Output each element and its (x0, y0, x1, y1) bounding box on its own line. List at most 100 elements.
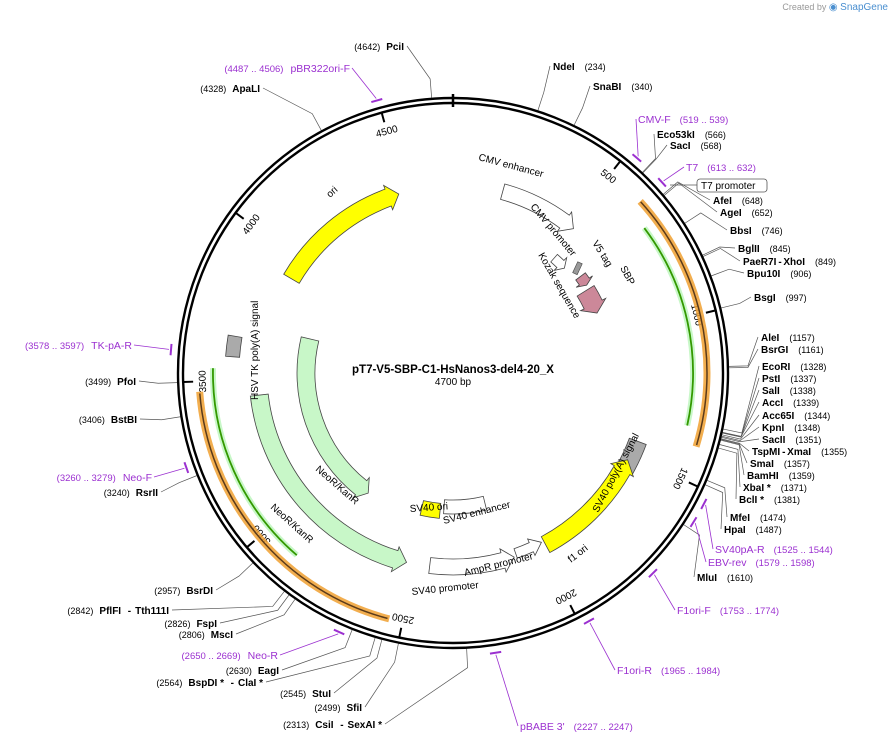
feature-label: CMV enhancer (477, 152, 545, 180)
site-name: RsrII (136, 488, 158, 499)
feature-label: SV40 promoter (411, 580, 480, 598)
site-label-bspdi: ClaI *-BspDI *(2564) (156, 678, 263, 689)
tick-mark (613, 160, 622, 170)
plasmid-length: 4700 bp (435, 377, 472, 388)
feature-label: SV40 ori (409, 501, 448, 515)
site-label-bbsi: BbsI(746) (730, 226, 783, 237)
site-name: PaeR7I (743, 257, 777, 268)
site-label-alei: AleI(1157) (761, 333, 815, 344)
primer-range: (3578 .. 3597) (25, 341, 84, 352)
site-name: PflFI (99, 606, 121, 617)
site-label-stui: StuI(2545) (280, 689, 331, 700)
feature-label: f1 ori (566, 543, 590, 565)
primer-leader (351, 67, 377, 99)
site-pos: (2630) (226, 666, 252, 676)
site-name: SalI (762, 386, 780, 397)
site-leader-line (702, 246, 736, 256)
primer-range: (519 .. 539) (680, 115, 729, 126)
site-label-eagi: EagI(2630) (226, 666, 279, 677)
site-leader-line (728, 336, 759, 367)
site-name: AccI (762, 398, 783, 409)
site-name: BamHI (747, 471, 779, 482)
site-name: Eco53kI (657, 130, 695, 141)
site-pos: (1337) (790, 374, 816, 384)
site-label-smai: SmaI(1357) (750, 459, 810, 470)
primer-arrow (689, 516, 698, 528)
site-pos: (2826) (164, 619, 190, 629)
site-pos: (2842) (67, 606, 93, 616)
feature-label: V5 tag (589, 239, 614, 269)
orf2-inner-line (212, 368, 298, 556)
primer-arrow (489, 650, 502, 655)
primer-f1orir: F1ori-R(1965 .. 1984) (583, 617, 720, 677)
site-pos: (1359) (789, 471, 815, 481)
site-label-csii: SexAI *-CsiI(2313) (283, 720, 382, 731)
primers: pBR322ori-F(4487 .. 4506)CMV-F(519 .. 53… (25, 63, 833, 733)
site-leader-line (705, 484, 724, 530)
site-leader-line (722, 401, 760, 438)
site-pos: (906) (790, 269, 811, 279)
site-name: SacII (762, 435, 786, 446)
site-label-acc65i: Acc65I(1344) (762, 411, 830, 422)
site-name: FspI (196, 619, 217, 630)
site-label-pcii: PciI(4642) (354, 42, 404, 53)
site-label-bsrgi: BsrGI(1161) (761, 345, 824, 356)
primer-leader (635, 118, 639, 157)
site-name: BsrDI (186, 586, 213, 597)
site-name: EcoRI (762, 362, 791, 373)
site-label-sfii: SfiI(2499) (314, 703, 362, 714)
site-name: MluI (697, 573, 717, 584)
sbp-feature (576, 285, 607, 314)
site-extra: XhoI (783, 257, 805, 268)
primer-range: (3260 .. 3279) (57, 473, 116, 484)
site-name: NdeI (553, 62, 575, 73)
kozak-sequence-feature (572, 261, 583, 276)
orf-inner-arc (641, 226, 696, 427)
site-name: AgeI (720, 208, 742, 219)
sv40-ori-feature (419, 500, 442, 519)
site-extra: SexAI * (348, 720, 383, 731)
tick-label: 4000 (241, 212, 263, 237)
site-pos: (3499) (85, 377, 111, 387)
site-label-xbai: XbaI *(1371) (743, 483, 807, 494)
primer-leader (153, 467, 185, 478)
primer-leader (663, 166, 685, 182)
primer-range: (4487 .. 4506) (224, 64, 283, 75)
site-pos: (1474) (760, 513, 786, 523)
feature-label: SBP (617, 264, 636, 287)
site-label-mlui: MluI (1610) (697, 573, 753, 584)
primer-range: (613 .. 632) (707, 163, 756, 174)
tick-mark (398, 627, 403, 638)
site-leader-line (642, 133, 656, 173)
hsv-tk-polya-feature (225, 334, 243, 358)
site-name: PstI (762, 374, 781, 385)
primer-arrow (183, 461, 190, 474)
site-pos: (4328) (200, 84, 226, 94)
primer-name: pBABE 3' (520, 721, 565, 733)
site-name: KpnI (762, 423, 784, 434)
site-label-mfei: MfeI(1474) (730, 513, 786, 524)
primer-name: pBR322ori-F (290, 63, 350, 75)
site-pos: (1610) (727, 573, 753, 583)
t7-promoter-text: T7 promoter (701, 181, 756, 192)
site-leader-line (721, 426, 760, 441)
site-label-acci: AccI(1339) (762, 398, 819, 409)
site-leader-line (219, 594, 290, 624)
site-label-eco53ki: Eco53kI(566) (657, 130, 726, 141)
site-name: TspMI (752, 447, 780, 458)
primer-neor: Neo-R(2650 .. 2669) (182, 628, 345, 662)
primer-ebvrev: EBV-rev(1579 .. 1598) (689, 516, 815, 569)
site-pos: (997) (786, 293, 807, 303)
site-pos: (3240) (104, 488, 130, 498)
primer-leader (694, 523, 707, 563)
primer-sv40par: SV40pA-R(1525 .. 1544) (700, 498, 833, 556)
site-leader-line (281, 629, 353, 671)
sv40-enhancer-feature (443, 495, 488, 515)
primer-arrow (583, 617, 595, 625)
site-name: BsgI (754, 293, 776, 304)
primer-leader (705, 504, 714, 550)
site-name: SfiI (346, 703, 362, 714)
